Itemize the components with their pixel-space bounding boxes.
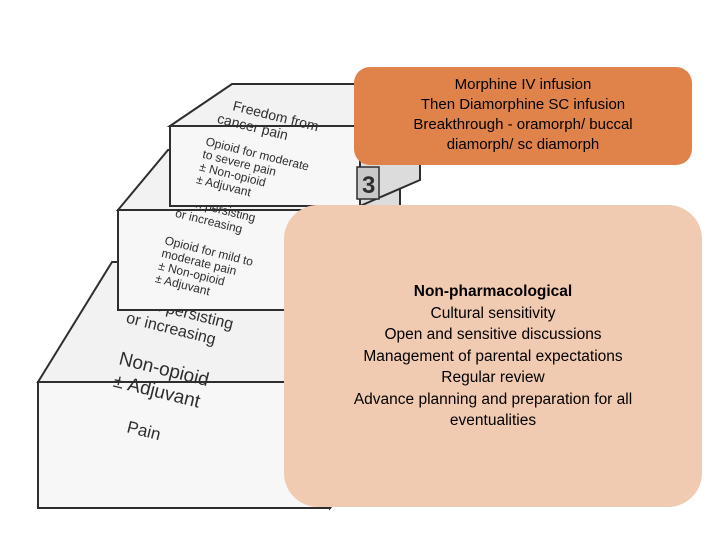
callout-top-line-3: Breakthrough - oramorph/ buccal	[413, 116, 633, 133]
callout-main-line-3: Management of parental expectations	[363, 347, 623, 365]
callout-main-line-5: Advance planning and preparation for all	[353, 390, 633, 408]
step-3-number-badge	[356, 166, 380, 200]
callout-main-line-1: Cultural sensitivity	[430, 304, 556, 322]
opioid-treatment-callout: Morphine IV infusion Then Diamorphine SC…	[354, 67, 692, 165]
callout-top-line-2: Then Diamorphine SC infusion	[420, 96, 626, 113]
step-3-number: 3	[362, 172, 375, 199]
non-pharmacological-callout: Non-pharmacological Cultural sensitivity…	[284, 205, 702, 507]
callout-top-line-1: Morphine IV infusion	[454, 76, 592, 93]
callout-main-line-2: Open and sensitive discussions	[384, 326, 602, 343]
callout-main-line-6: eventualities	[449, 412, 537, 429]
callout-main-line-4: Regular review	[441, 369, 545, 386]
callout-main-heading: Non-pharmacological	[413, 283, 573, 300]
callout-top-line-4: diamorph/ sc diamorph	[446, 136, 600, 153]
